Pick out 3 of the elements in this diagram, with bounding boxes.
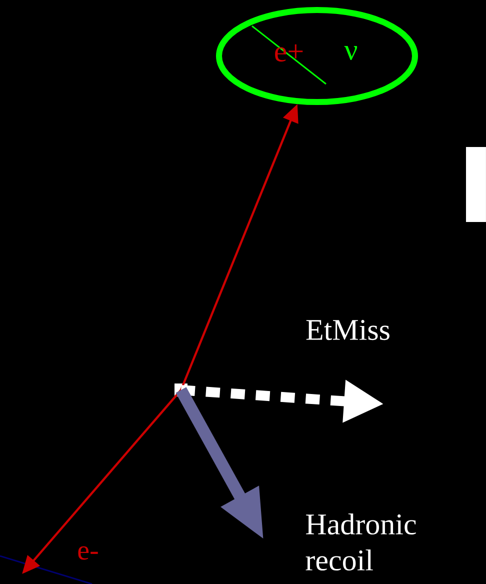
particle-label: e- xyxy=(78,546,98,560)
recoil-label: Hadronic recoil xyxy=(306,513,416,571)
etmiss-label: EtMiss xyxy=(306,320,390,340)
